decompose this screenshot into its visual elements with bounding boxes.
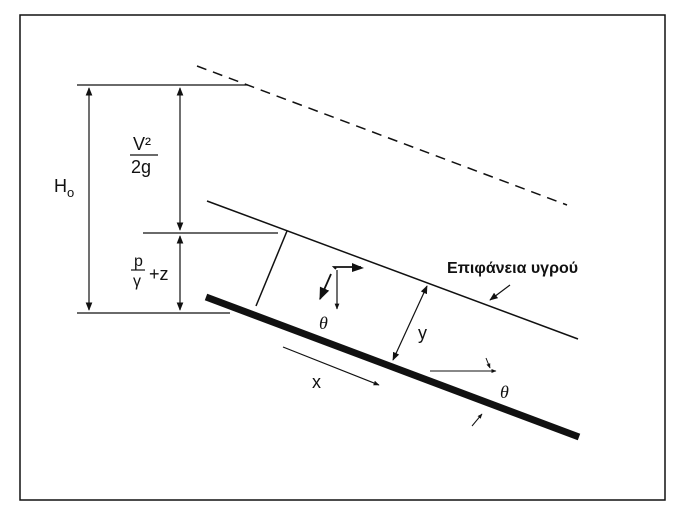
liquid-surface-line <box>206 200 579 340</box>
total-head-label: Ho <box>54 176 74 200</box>
distance-label: x <box>312 372 321 392</box>
energy-line <box>196 65 568 206</box>
pressure-head-numerator: p <box>134 253 143 270</box>
angle-label-upper: θ <box>319 313 328 333</box>
angle-arc-upper-tick <box>485 357 491 369</box>
velocity-head-numerator: V² <box>133 134 151 154</box>
angle-label-lower: θ <box>500 382 509 402</box>
pressure-head-denominator: γ <box>133 273 141 290</box>
flow-vector-head <box>352 263 364 272</box>
flow-vector-down-left <box>319 273 332 301</box>
depth-arrow <box>392 285 428 361</box>
depth-label: y <box>418 323 427 343</box>
section-line <box>255 230 288 307</box>
diagram-frame <box>19 14 666 501</box>
pressure-head-suffix: +z <box>149 264 169 284</box>
surface-label: Επιφάνεια υγρού <box>447 260 578 277</box>
angle-arc-lower-tick <box>471 413 483 427</box>
surface-leader-arrow <box>489 284 511 301</box>
distance-arrow <box>282 346 380 386</box>
total-head-subscript: o <box>67 185 74 200</box>
channel-bed <box>204 293 581 441</box>
velocity-head-denominator: 2g <box>131 157 151 177</box>
